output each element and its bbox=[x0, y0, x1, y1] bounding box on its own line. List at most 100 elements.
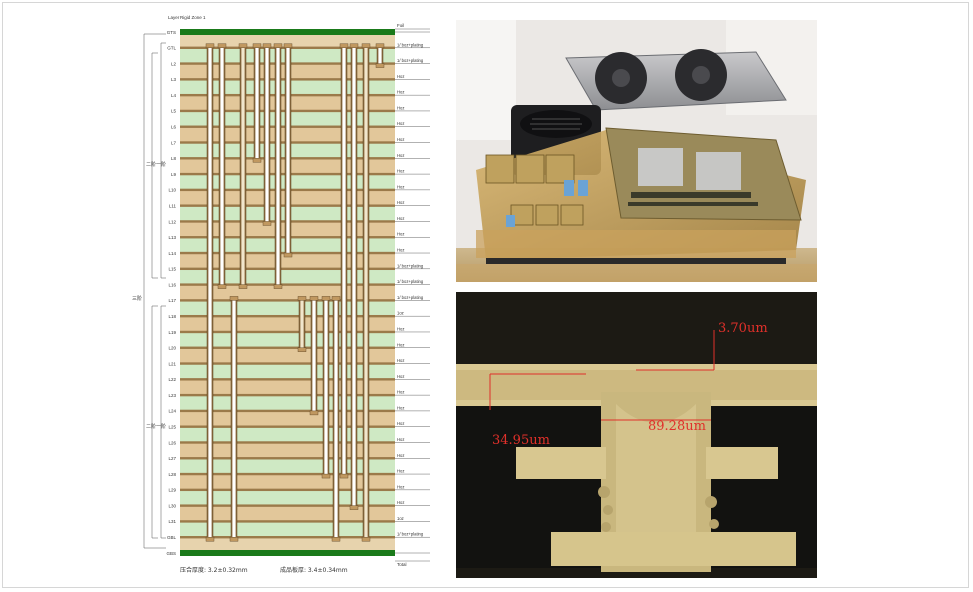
layer-desc: 1oz bbox=[397, 516, 404, 521]
copper-layer-l28 bbox=[180, 472, 395, 476]
layer-desc: Hoz bbox=[397, 374, 404, 379]
layer-desc: Hoz bbox=[397, 326, 404, 331]
measurement-via-width: 89.28um bbox=[648, 419, 706, 434]
layer-name: L10 bbox=[168, 188, 176, 193]
lamination-brackets bbox=[143, 33, 166, 549]
via-pad bbox=[339, 473, 349, 479]
copper-layer-l31 bbox=[180, 520, 395, 523]
via-pad bbox=[262, 221, 272, 226]
layer-desc: 1oz bbox=[397, 311, 404, 316]
via-pad bbox=[262, 43, 272, 48]
layer-desc: Hoz bbox=[397, 453, 404, 458]
copper-layer-l26 bbox=[180, 441, 395, 444]
copper-layer-l25 bbox=[180, 425, 395, 428]
layer-name: GTL bbox=[167, 46, 176, 51]
via-pad bbox=[297, 347, 307, 352]
via-pad bbox=[205, 537, 215, 542]
layer-name: L13 bbox=[168, 235, 176, 240]
press-thickness: 压合厚度: 3.2±0.32mm bbox=[180, 566, 248, 574]
layer-name: L15 bbox=[168, 267, 176, 272]
via-core bbox=[342, 47, 346, 475]
layer-name: L2 bbox=[171, 61, 177, 66]
layer-name: L31 bbox=[168, 519, 176, 524]
via-pad bbox=[321, 473, 331, 479]
copper-layer-l30 bbox=[180, 504, 395, 507]
layer-name: L3 bbox=[171, 77, 177, 82]
via-pad bbox=[273, 284, 283, 289]
layer-name: L5 bbox=[171, 109, 177, 114]
layer-desc: Hoz bbox=[397, 358, 404, 363]
via-pad bbox=[238, 43, 248, 48]
via-pad bbox=[309, 410, 319, 416]
layer-desc: 1/ boz+plating bbox=[397, 532, 424, 537]
via-core bbox=[276, 47, 280, 285]
layer-desc: Hoz bbox=[397, 169, 404, 174]
copper-layer-l20 bbox=[180, 346, 395, 349]
via-pad bbox=[252, 43, 262, 48]
copper-layer-l17 bbox=[180, 299, 395, 302]
layer-labels: GTSGTLL2L3L4L5L6L7L8L9L10L11L12L13L14L15… bbox=[166, 30, 176, 556]
via-pad bbox=[283, 252, 293, 258]
layer-desc: Hoz bbox=[397, 500, 404, 505]
layer-desc: Hoz bbox=[397, 248, 404, 253]
layer-desc: 1/ boz+plating bbox=[397, 263, 424, 268]
layer-desc: Hoz bbox=[397, 421, 404, 426]
layer-name: L9 bbox=[171, 172, 177, 177]
via-pad bbox=[361, 43, 371, 48]
header-zone: Rigid Zone 1 bbox=[180, 15, 206, 20]
via-pad bbox=[339, 43, 349, 48]
layer-desc: Hoz bbox=[397, 484, 404, 489]
layer-name: L19 bbox=[168, 330, 176, 335]
copper-layer-l27 bbox=[180, 457, 395, 460]
copper-layer-l18 bbox=[180, 314, 395, 318]
via-pad bbox=[349, 43, 359, 48]
layer-desc: Hoz bbox=[397, 390, 404, 395]
group-label-overall: 三阶 bbox=[132, 295, 142, 302]
via-core bbox=[334, 300, 338, 538]
via-pad bbox=[375, 43, 385, 48]
via-pad bbox=[361, 537, 371, 542]
via-pad bbox=[273, 43, 283, 48]
micro-section-photo: 3.70um 89.28um 34.95um bbox=[456, 292, 817, 578]
copper-layer-l21 bbox=[180, 362, 395, 365]
layer-desc: Hoz bbox=[397, 153, 404, 158]
measurement-plating: 3.70um bbox=[718, 321, 768, 336]
copper-layer-l23 bbox=[180, 393, 395, 397]
measurement-thickness: 34.95um bbox=[492, 433, 550, 448]
via-pad bbox=[375, 63, 385, 68]
via-core bbox=[208, 47, 212, 538]
copper-layer-l24 bbox=[180, 409, 395, 413]
via-pad bbox=[321, 296, 331, 301]
via-core bbox=[232, 300, 236, 538]
layer-name: L17 bbox=[168, 298, 176, 303]
layer-name: L27 bbox=[168, 456, 176, 461]
layer-desc: Hoz bbox=[397, 121, 404, 126]
layer-name: L16 bbox=[168, 282, 176, 287]
layer-name: L14 bbox=[168, 251, 176, 256]
via-pad bbox=[331, 296, 341, 301]
layer-name: L8 bbox=[171, 156, 177, 161]
via-pad bbox=[331, 537, 341, 542]
foil-label: Foil bbox=[397, 23, 404, 28]
layer-name: L24 bbox=[168, 409, 176, 414]
header-layer: Layer bbox=[168, 15, 180, 20]
layer-desc: 1/ boz+plating bbox=[397, 295, 424, 300]
layer-name: L6 bbox=[171, 125, 177, 130]
via-pad bbox=[297, 296, 307, 301]
layer-name: L11 bbox=[169, 203, 177, 208]
layer-desc: Hoz bbox=[397, 137, 404, 142]
layer-name: L7 bbox=[171, 140, 177, 145]
layer-name: L30 bbox=[168, 503, 176, 508]
total-label: Total bbox=[397, 562, 407, 567]
via-group bbox=[205, 43, 385, 542]
copper-layer-gbl bbox=[180, 536, 395, 539]
via-core bbox=[378, 47, 382, 64]
layer-desc: Hoz bbox=[397, 216, 404, 221]
layer-desc: Hoz bbox=[397, 342, 404, 347]
layer-name: L4 bbox=[171, 93, 177, 98]
via-core bbox=[364, 47, 368, 538]
via-core bbox=[255, 47, 259, 159]
server-hardware-photo bbox=[456, 20, 817, 282]
via-pad bbox=[217, 284, 227, 289]
